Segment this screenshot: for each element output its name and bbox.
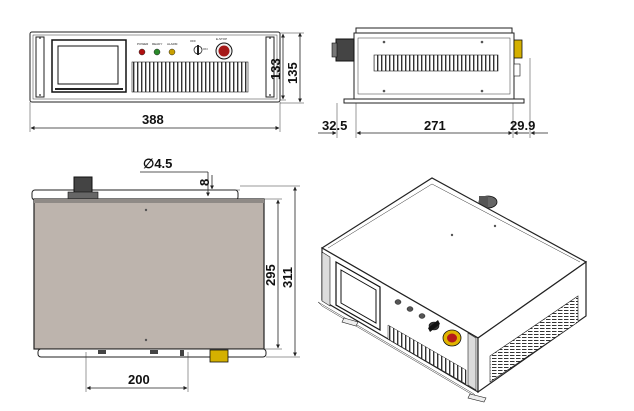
power-led — [138, 48, 146, 56]
width-dimension: 388 — [142, 112, 164, 127]
top-cover[interactable] — [33, 198, 265, 350]
estop-top — [209, 349, 229, 363]
mount-spacing-dimension: 200 — [128, 372, 150, 387]
side-vents — [373, 54, 499, 72]
right-offset-dimension: 29.9 — [510, 118, 535, 133]
ready-led — [153, 48, 161, 56]
front-vents — [131, 61, 249, 93]
outer-height-dimension: 135 — [285, 62, 300, 84]
power-label: POWER — [137, 42, 149, 46]
iso-side-vents — [489, 295, 579, 383]
front-view: POWER READY ALARM OFF ON E-STOP 388 133 … — [29, 31, 304, 132]
side-view: 32.5 271 29.9 — [318, 27, 548, 138]
iso-front-vents — [387, 324, 467, 385]
iso-touch-screen — [340, 269, 377, 324]
e-stop-label: E-STOP — [216, 37, 227, 41]
top-depth-outer-dimension: 311 — [280, 267, 295, 288]
ready-label: READY — [152, 42, 162, 46]
left-offset-dimension: 32.5 — [322, 118, 347, 133]
on-label: ON — [203, 47, 208, 51]
hole-diameter-label: ∅4.5 — [143, 156, 172, 171]
touch-screen — [57, 45, 119, 85]
edge-offset-label: 8 — [197, 179, 212, 186]
off-label: OFF — [190, 39, 196, 43]
alarm-led — [168, 48, 176, 56]
side-depth-dimension: 271 — [424, 118, 446, 133]
isometric-view — [317, 177, 588, 403]
rear-connector — [335, 38, 355, 62]
top-depth-dimension: 295 — [263, 264, 278, 286]
front-estop-side — [513, 39, 523, 59]
top-view: ∅4.5 8 295 311 200 — [31, 156, 300, 392]
inner-height-dimension: 133 — [268, 58, 283, 80]
alarm-label: ALARM — [167, 42, 178, 46]
